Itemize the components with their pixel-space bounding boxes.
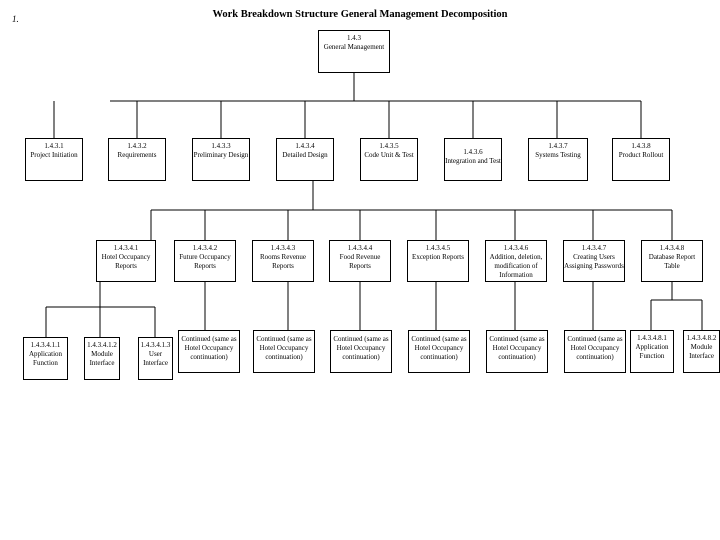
node-id: 1.4.3.4.8.1 bbox=[637, 334, 667, 342]
wbs-node-future-occupancy-reports: 1.4.3.4.2 Future Occupancy Reports bbox=[174, 240, 236, 282]
node-id: 1.4.3.5 bbox=[379, 142, 399, 150]
node-name: Preliminary Design bbox=[193, 151, 249, 159]
wbs-node-module-interface: 1.4.3.4.1.2 Module Interface bbox=[84, 337, 120, 380]
node-id: 1.4.3.4.2 bbox=[192, 244, 218, 252]
wbs-node-addition-deletion-modification: 1.4.3.4.6 Addition, deletion, modificati… bbox=[485, 240, 547, 282]
wbs-node-module-interface: 1.4.3.4.8.2 Module Interface bbox=[683, 330, 720, 373]
node-id: 1.4.3.4.4 bbox=[347, 244, 373, 252]
node-name: Addition, deletion, modification of Info… bbox=[489, 253, 543, 279]
node-name: Continued (same as Hotel Occupancy conti… bbox=[181, 335, 237, 361]
wbs-node-rooms-revenue-reports: 1.4.3.4.3 Rooms Revenue Reports bbox=[252, 240, 314, 282]
wbs-node-continued: Continued (same as Hotel Occupancy conti… bbox=[253, 330, 315, 373]
wbs-node-systems-testing: 1.4.3.7 Systems Testing bbox=[528, 138, 588, 181]
node-id: 1.4.3.4.1 bbox=[113, 244, 139, 252]
node-id: 1.4.3.4.8.2 bbox=[686, 334, 717, 342]
node-id: 1.4.3.8 bbox=[631, 142, 651, 150]
node-id: 1.4.3.2 bbox=[127, 142, 147, 150]
wbs-node-creating-users: 1.4.3.4.7 Creating Users Assigning Passw… bbox=[563, 240, 625, 282]
node-id: 1.4.3.4.3 bbox=[270, 244, 296, 252]
wbs-node-continued: Continued (same as Hotel Occupancy conti… bbox=[564, 330, 626, 373]
node-name: Continued (same as Hotel Occupancy conti… bbox=[256, 335, 312, 361]
node-name: Code Unit & Test bbox=[364, 151, 414, 159]
node-name: Project Initiation bbox=[30, 151, 78, 159]
node-id: 1.4.3.3 bbox=[211, 142, 231, 150]
node-name: Database Report Table bbox=[648, 253, 696, 270]
node-name: Rooms Revenue Reports bbox=[259, 253, 307, 270]
wbs-node-continued: Continued (same as Hotel Occupancy conti… bbox=[408, 330, 470, 373]
node-name: Food Revenue Reports bbox=[339, 253, 381, 270]
node-id: 1.4.3.4.5 bbox=[425, 244, 451, 252]
node-name: Requirements bbox=[117, 151, 157, 159]
wbs-node-continued: Continued (same as Hotel Occupancy conti… bbox=[486, 330, 548, 373]
wbs-node-project-initiation: 1.4.3.1 Project Initiation bbox=[25, 138, 83, 181]
wbs-node-continued: Continued (same as Hotel Occupancy conti… bbox=[178, 330, 240, 373]
node-name: Continued (same as Hotel Occupancy conti… bbox=[411, 335, 467, 361]
wbs-node-code-unit-test: 1.4.3.5 Code Unit & Test bbox=[360, 138, 418, 181]
node-name: Continued (same as Hotel Occupancy conti… bbox=[489, 335, 545, 361]
node-id: 1.4.3.1 bbox=[44, 142, 64, 150]
wbs-node-database-report-table: 1.4.3.4.8 Database Report Table bbox=[641, 240, 703, 282]
node-id: 1.4.3.4 bbox=[295, 142, 315, 150]
node-id: 1.4.3.4.1.1 bbox=[30, 341, 61, 349]
node-id: 1.4.3 bbox=[347, 34, 361, 42]
node-name: General Management bbox=[323, 43, 385, 51]
node-id: 1.4.3.4.7 bbox=[581, 244, 607, 252]
wbs-node-food-revenue-reports: 1.4.3.4.4 Food Revenue Reports bbox=[329, 240, 391, 282]
wbs-node-root: 1.4.3 General Management bbox=[318, 30, 390, 73]
diagram-title: Work Breakdown Structure General Managem… bbox=[212, 9, 508, 20]
wbs-node-integration-test: 1.4.3.6 Integration and Test bbox=[444, 138, 502, 181]
node-name: Application Function bbox=[28, 350, 63, 367]
node-name: Continued (same as Hotel Occupancy conti… bbox=[333, 335, 389, 361]
node-name: Module Interface bbox=[689, 343, 714, 360]
node-id: 1.4.3.4.1.3 bbox=[140, 341, 171, 349]
wbs-node-application-function: 1.4.3.4.8.1 Application Function bbox=[630, 330, 674, 373]
node-name: Future Occupancy Reports bbox=[179, 253, 231, 270]
node-name: Application Function bbox=[635, 343, 669, 360]
node-id: 1.4.3.4.1.2 bbox=[87, 341, 117, 349]
wbs-node-application-function: 1.4.3.4.1.1 Application Function bbox=[23, 337, 68, 380]
node-id: 1.4.3.4.6 bbox=[503, 244, 529, 252]
node-name: Hotel Occupancy Reports bbox=[101, 253, 151, 270]
page-number: 1. bbox=[12, 14, 19, 24]
wbs-node-exception-reports: 1.4.3.4.5 Exception Reports bbox=[407, 240, 469, 282]
node-name: Product Rollout bbox=[618, 151, 664, 159]
wbs-node-preliminary-design: 1.4.3.3 Preliminary Design bbox=[192, 138, 250, 181]
node-name: Continued (same as Hotel Occupancy conti… bbox=[567, 335, 623, 361]
node-name: Creating Users Assigning Passwords bbox=[564, 253, 624, 270]
node-name: Integration and Test bbox=[445, 157, 501, 165]
node-id: 1.4.3.7 bbox=[548, 142, 568, 150]
node-id: 1.4.3.4.8 bbox=[659, 244, 685, 252]
node-name: Exception Reports bbox=[412, 253, 464, 261]
wbs-node-hotel-occupancy-reports: 1.4.3.4.1 Hotel Occupancy Reports bbox=[96, 240, 156, 282]
node-name: User Interface bbox=[143, 350, 168, 367]
wbs-node-product-rollout: 1.4.3.8 Product Rollout bbox=[612, 138, 670, 181]
wbs-node-user-interface: 1.4.3.4.1.3 User Interface bbox=[138, 337, 173, 380]
node-name: Detailed Design bbox=[282, 151, 328, 159]
wbs-node-requirements: 1.4.3.2 Requirements bbox=[108, 138, 166, 181]
wbs-node-detailed-design: 1.4.3.4 Detailed Design bbox=[276, 138, 334, 181]
node-id: 1.4.3.6 bbox=[463, 148, 483, 156]
wbs-node-continued: Continued (same as Hotel Occupancy conti… bbox=[330, 330, 392, 373]
node-name: Systems Testing bbox=[535, 151, 581, 159]
node-name: Module Interface bbox=[89, 350, 115, 367]
